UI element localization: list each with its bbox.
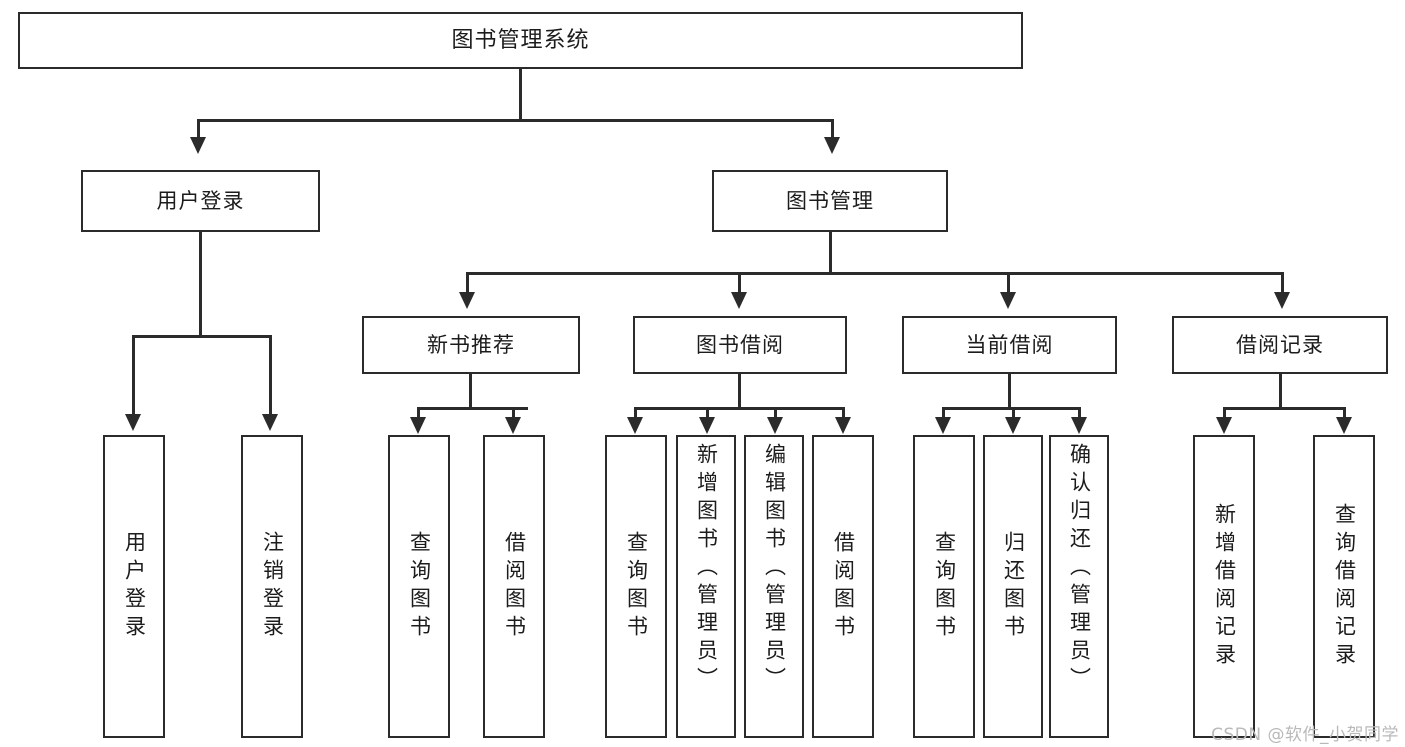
- node-label: 确认归还（管理员）: [1067, 443, 1092, 695]
- node-label: 图书管理系统: [451, 27, 590, 53]
- leaf-return-book[interactable]: 归还图书: [983, 435, 1043, 738]
- node-label: 归还图书: [1001, 530, 1026, 643]
- leaf-query-book-current[interactable]: 查询图书: [913, 435, 975, 738]
- node-label: 图书借阅: [696, 332, 784, 357]
- connector-borrow-record-bar: [1223, 407, 1343, 410]
- arrowhead-icon: [699, 417, 715, 434]
- connector-nb-branch-2: [512, 407, 515, 419]
- leaf-user-login[interactable]: 用户登录: [103, 435, 165, 738]
- arrowhead-icon: [125, 414, 141, 431]
- node-label: 查询图书: [624, 530, 649, 643]
- node-label: 查询图书: [407, 530, 432, 643]
- node-label: 查询借阅记录: [1332, 502, 1357, 671]
- arrowhead-icon: [824, 137, 840, 154]
- connector-book-management-bar: [466, 272, 1284, 275]
- connector-bm-branch-4: [1281, 272, 1284, 294]
- connector-book-management-stem: [829, 232, 832, 272]
- connector-cb-branch-1: [942, 407, 945, 419]
- leaf-borrow-book[interactable]: 借阅图书: [812, 435, 874, 738]
- leaf-add-book-admin[interactable]: 新增图书（管理员）: [676, 435, 736, 738]
- node-label: 编辑图书（管理员）: [762, 443, 787, 695]
- node-label: 新增借阅记录: [1212, 502, 1237, 671]
- connector-user-login-branch-2: [269, 335, 272, 416]
- connector-borrow-record-stem: [1279, 374, 1282, 407]
- connector-book-borrow-stem: [738, 374, 741, 407]
- node-label: 借阅记录: [1236, 332, 1324, 357]
- connector-cb-branch-3: [1078, 407, 1081, 419]
- leaf-borrow-book-recommend[interactable]: 借阅图书: [483, 435, 545, 738]
- leaf-add-borrow-record[interactable]: 新增借阅记录: [1193, 435, 1255, 738]
- leaf-query-book-borrow[interactable]: 查询图书: [605, 435, 667, 738]
- leaf-query-borrow-record[interactable]: 查询借阅记录: [1313, 435, 1375, 738]
- connector-bb-branch-3: [774, 407, 777, 419]
- arrowhead-icon: [410, 417, 426, 434]
- arrowhead-icon: [1336, 417, 1352, 434]
- arrowhead-icon: [1000, 292, 1016, 309]
- connector-user-login-branch-1: [132, 335, 135, 416]
- connector-new-book-bar: [417, 407, 528, 410]
- arrowhead-icon: [627, 417, 643, 434]
- connector-br-branch-1: [1223, 407, 1226, 419]
- node-new-book-recommend[interactable]: 新书推荐: [362, 316, 580, 374]
- arrowhead-icon: [1216, 417, 1232, 434]
- node-label: 查询图书: [932, 530, 957, 643]
- node-root-book-management-system[interactable]: 图书管理系统: [18, 12, 1023, 69]
- node-label: 图书管理: [786, 188, 874, 213]
- connector-current-borrow-bar: [942, 407, 1081, 410]
- node-label: 借阅图书: [831, 530, 856, 643]
- arrowhead-icon: [935, 417, 951, 434]
- connector-root-to-book-management: [831, 119, 834, 139]
- connector-new-book-stem: [469, 374, 472, 407]
- arrowhead-icon: [1274, 292, 1290, 309]
- connector-user-login-stem: [199, 232, 202, 335]
- connector-bm-branch-1: [466, 272, 469, 294]
- leaf-query-book-recommend[interactable]: 查询图书: [388, 435, 450, 738]
- connector-bb-branch-2: [706, 407, 709, 419]
- arrowhead-icon: [190, 137, 206, 154]
- node-label: 新增图书（管理员）: [694, 443, 719, 695]
- arrowhead-icon: [1005, 417, 1021, 434]
- connector-current-borrow-stem: [1008, 374, 1011, 407]
- connector-book-borrow-bar: [634, 407, 844, 410]
- connector-root-to-user-login: [197, 119, 200, 139]
- connector-root-stem: [519, 69, 522, 119]
- arrowhead-icon: [767, 417, 783, 434]
- arrowhead-icon: [835, 417, 851, 434]
- connector-bm-branch-3: [1007, 272, 1010, 294]
- node-book-borrow[interactable]: 图书借阅: [633, 316, 847, 374]
- arrowhead-icon: [731, 292, 747, 309]
- node-label: 用户登录: [122, 530, 147, 643]
- connector-cb-branch-2: [1012, 407, 1015, 419]
- connector-bb-branch-1: [634, 407, 637, 419]
- node-book-management[interactable]: 图书管理: [712, 170, 948, 232]
- connector-bm-branch-2: [738, 272, 741, 294]
- node-label: 新书推荐: [427, 332, 515, 357]
- connector-br-branch-2: [1343, 407, 1346, 419]
- node-user-login[interactable]: 用户登录: [81, 170, 320, 232]
- node-label: 用户登录: [156, 188, 245, 213]
- arrowhead-icon: [459, 292, 475, 309]
- arrowhead-icon: [1071, 417, 1087, 434]
- node-borrow-record[interactable]: 借阅记录: [1172, 316, 1388, 374]
- arrowhead-icon: [262, 414, 278, 431]
- connector-root-bar: [197, 119, 834, 122]
- leaf-confirm-return-admin[interactable]: 确认归还（管理员）: [1049, 435, 1109, 738]
- connector-bb-branch-4: [842, 407, 845, 419]
- node-label: 注销登录: [260, 530, 285, 643]
- connector-nb-branch-1: [417, 407, 420, 419]
- leaf-logout[interactable]: 注销登录: [241, 435, 303, 738]
- arrowhead-icon: [505, 417, 521, 434]
- node-label: 借阅图书: [502, 530, 527, 643]
- connector-user-login-bar: [132, 335, 272, 338]
- node-current-borrow[interactable]: 当前借阅: [902, 316, 1117, 374]
- node-label: 当前借阅: [965, 332, 1054, 357]
- csdn-watermark: CSDN @软件_小贺同学: [1211, 725, 1399, 745]
- leaf-edit-book-admin[interactable]: 编辑图书（管理员）: [744, 435, 804, 738]
